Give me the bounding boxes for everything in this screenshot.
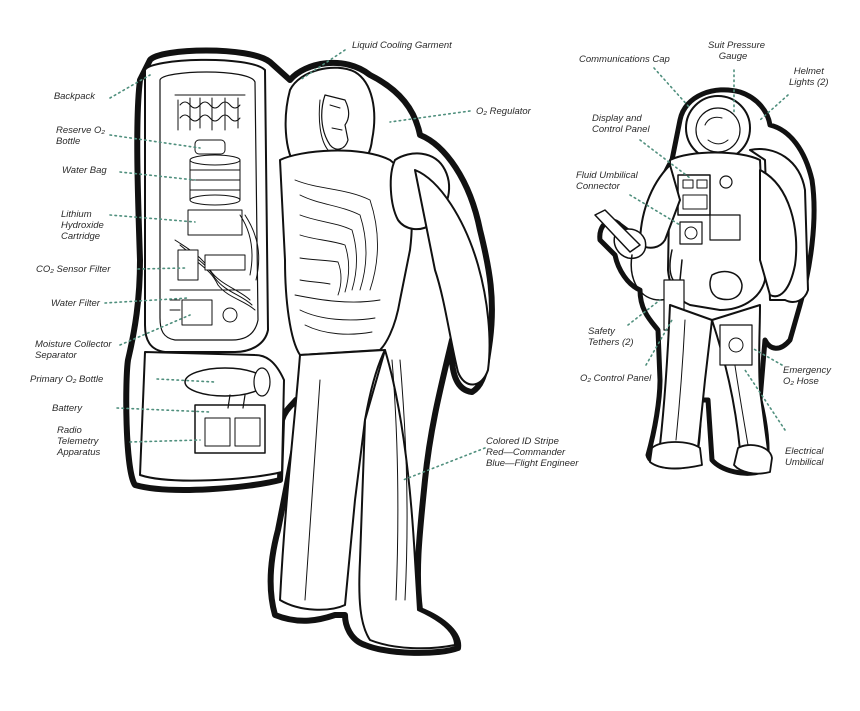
leader-helmet-lights [759,94,789,121]
label-suit-pressure-line1: Suit Pressure [708,40,766,51]
label-communications-cap: Communications Cap [579,54,670,65]
label-backpack-text: Backpack [53,91,95,102]
leader-lithium [109,214,196,223]
label-lithium-line3: Cartridge [61,231,101,242]
label-water-filter-text: Water Filter [51,298,100,309]
label-radio-line3: Apparatus [57,447,101,458]
leader-comm-cap [653,67,691,109]
label-colored-id-stripe: Colored ID Stripe Red—Commander Blue—Fli… [486,436,578,469]
label-reserve-o2-line1: Reserve O₂ [56,125,106,136]
leader-battery [116,407,211,413]
label-battery-text: Battery [52,403,83,414]
label-radio-telemetry-apparatus: Radio Telemetry Apparatus [57,425,100,458]
leader-lines [104,49,789,481]
label-liquid-cooling-garment: Liquid Cooling Garment [352,40,452,51]
label-electrical-umbilical: Electrical Umbilical [785,446,824,468]
label-reserve-o2-line2: Bottle [56,136,81,147]
label-moisture-line2: Separator [35,350,77,361]
label-comm-cap-text: Communications Cap [579,54,670,65]
leader-id-stripe [402,447,486,481]
label-co2-text: CO₂ Sensor Filter [36,264,111,275]
label-helmet-lights: Helmet Lights (2) [789,66,829,88]
label-radio-line2: Telemetry [57,436,99,447]
leader-primary-o2 [156,378,216,383]
label-id-stripe-line1: Colored ID Stripe [486,436,559,447]
label-moisture-line1: Moisture Collector [35,339,112,350]
leader-display [639,139,691,179]
right-astronaut [594,87,817,476]
label-helmet-lights-line1: Helmet [793,66,824,77]
label-emergency-o2-hose: Emergency O₂ Hose [783,365,831,387]
label-display-control-panel: Display and Control Panel [592,113,650,135]
primary-o2-bottle-shape [184,367,266,397]
leader-safety-tethers [627,299,661,326]
leader-o2-regulator [389,110,471,123]
leader-lcg [299,49,346,81]
leader-reserve-o2 [109,134,201,149]
label-water-bag-text: Water Bag [62,165,107,176]
label-o2-regulator: O₂ Regulator [476,106,531,117]
leader-radio [129,439,201,443]
label-primary-o2-bottle: Primary O₂ Bottle [30,374,103,385]
leader-emergency-hose [751,347,783,366]
leader-fluid-umbilical [629,194,681,226]
label-battery: Battery [52,403,82,414]
leader-o2-control [645,319,673,366]
left-astronaut [123,47,495,656]
label-electrical-line2: Umbilical [785,457,824,468]
label-safety-tethers-line2: Tethers (2) [588,337,634,348]
leader-water-filter [104,297,189,304]
label-helmet-lights-line2: Lights (2) [789,77,829,88]
label-fluid-umbilical-connector: Fluid Umbilical Connector [576,170,638,192]
label-safety-tethers-line1: Safety [588,326,615,337]
label-co2-sensor-filter: CO₂ Sensor Filter [36,264,110,275]
label-fluid-umbilical-line1: Fluid Umbilical [576,170,638,181]
label-id-stripe-line3: Blue—Flight Engineer [486,458,579,469]
label-moisture-collector-separator: Moisture Collector Separator [35,339,112,361]
label-display-line1: Display and [592,113,642,124]
label-display-line2: Control Panel [592,124,650,135]
label-water-bag: Water Bag [62,165,107,176]
label-electrical-line1: Electrical [785,446,824,457]
label-lcg-text: Liquid Cooling Garment [352,40,452,51]
label-emergency-line2: O₂ Hose [783,376,819,387]
label-suit-pressure-gauge: Suit Pressure Gauge [708,40,766,62]
label-primary-o2-text: Primary O₂ Bottle [30,374,104,385]
label-lithium-hydroxide-cartridge: Lithium Hydroxide Cartridge [61,209,104,242]
label-lithium-line2: Hydroxide [61,220,104,231]
label-reserve-o2-bottle: Reserve O₂ Bottle [56,125,105,147]
label-lithium-line1: Lithium [61,209,92,220]
label-o2-control-panel: O₂ Control Panel [580,373,651,384]
label-safety-tethers: Safety Tethers (2) [588,326,634,348]
label-emergency-line1: Emergency [783,365,832,376]
label-water-filter: Water Filter [51,298,100,309]
label-backpack: Backpack [30,91,95,102]
label-id-stripe-line2: Red—Commander [486,447,566,458]
label-o2-regulator-text: O₂ Regulator [476,106,531,117]
label-fluid-umbilical-line2: Connector [576,181,620,192]
label-radio-line1: Radio [57,425,82,436]
label-o2-control-text: O₂ Control Panel [580,373,652,384]
label-suit-pressure-line2: Gauge [718,51,748,62]
leader-electrical-umbilical [744,369,786,431]
